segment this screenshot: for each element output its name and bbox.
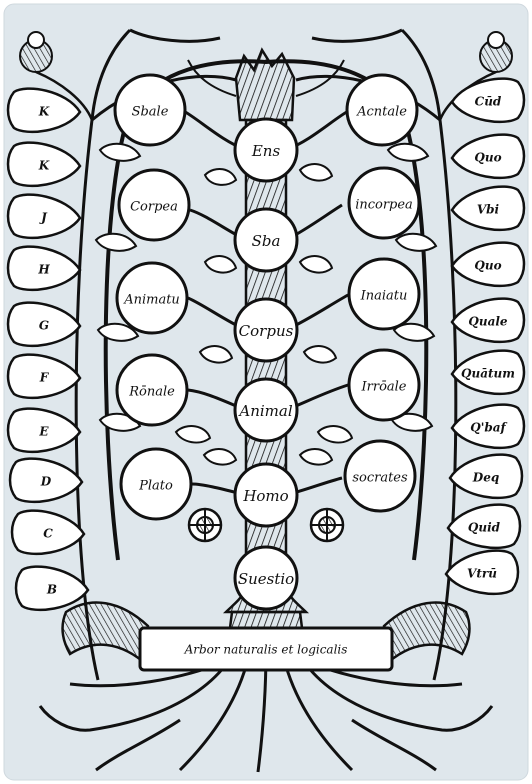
left-leaf-label: C	[43, 527, 53, 541]
left-node-label: Sbale	[132, 105, 169, 120]
right-node-label: Irrōale	[361, 380, 407, 395]
trunk-nodes: Ens Sba Corpus Animal Homo Suestio	[233, 117, 299, 611]
left-leaf: E	[6, 407, 82, 454]
right-leaf: Quo	[450, 133, 526, 180]
inner-leaves	[94, 142, 438, 466]
left-node-label: Corpea	[130, 200, 178, 215]
left-node-label: Animatu	[123, 293, 180, 308]
trunk-node: Homo	[233, 462, 299, 528]
left-node-label: Rōnale	[128, 385, 175, 400]
right-leaf: Quātum	[450, 349, 526, 396]
trunk-node-label: Animal	[237, 402, 292, 420]
right-leaves: Cūd Quo Vbi Quo Quale Quātum Q'baf Deq Q…	[444, 77, 526, 596]
right-leaf-label: Deq	[472, 471, 499, 485]
right-leaf-label: Quo	[474, 151, 501, 165]
left-leaf-label: F	[39, 371, 50, 385]
banner	[138, 626, 394, 672]
right-node: Acntale	[345, 73, 419, 147]
right-node-label: socrates	[352, 471, 408, 486]
left-leaf-label: J	[39, 211, 48, 225]
banner-scroll-ends	[61, 601, 471, 669]
left-leaf-label: B	[46, 583, 57, 597]
right-leaf: Quid	[446, 503, 522, 550]
left-node: Plato	[119, 447, 193, 521]
trunk-node: Corpus	[233, 297, 299, 363]
left-nodes: Sbale Corpea Animatu Rōnale Plato	[113, 73, 193, 521]
banner-text: Arbor naturalis et logicalis	[184, 643, 348, 657]
right-leaf: Q'baf	[450, 403, 526, 450]
trunk-node-label: Suestio	[238, 570, 294, 588]
left-leaf-label: H	[37, 263, 50, 277]
trunk-node: Sba	[233, 207, 299, 273]
left-leaf-label: K	[38, 159, 50, 173]
flower-top-right	[438, 31, 513, 121]
flower-top-left	[19, 31, 94, 121]
right-node: Inaiatu	[347, 257, 421, 331]
trunk-node: Suestio	[233, 545, 299, 611]
left-leaf: C	[10, 509, 86, 556]
left-leaf-label: K	[38, 105, 50, 119]
left-leaf: H	[6, 245, 82, 292]
left-leaf: G	[6, 301, 82, 348]
left-leaf: K	[6, 87, 82, 134]
right-node: socrates	[343, 439, 417, 513]
trunk-node-label: Sba	[252, 232, 281, 250]
left-leaf: F	[6, 353, 82, 400]
right-leaf: Quo	[450, 241, 526, 288]
left-leaf-label: E	[38, 425, 49, 439]
trunk-node: Animal	[233, 377, 299, 443]
right-leaf-label: Quid	[468, 521, 501, 535]
right-leaf-label: Q'baf	[470, 421, 507, 435]
trunk-node-label: Ens	[251, 142, 281, 160]
left-leaf: J	[6, 193, 82, 240]
right-leaf-label: Vtrū	[467, 567, 497, 581]
left-leaf-label: D	[40, 475, 52, 489]
left-leaf: B	[14, 565, 90, 612]
right-leaf: Quale	[450, 297, 526, 344]
trunk-node: Ens	[233, 117, 299, 183]
rosette-left	[187, 507, 223, 543]
right-leaf: Cūd	[450, 77, 526, 124]
right-leaf: Vtrū	[444, 549, 520, 596]
rosette-right	[309, 507, 345, 543]
right-leaf-label: Cūd	[475, 95, 502, 109]
right-leaf-label: Quātum	[461, 367, 515, 381]
right-leaf: Deq	[448, 453, 524, 500]
left-leaves: K K J H G F E D C B	[6, 87, 90, 612]
right-node: Irrōale	[347, 348, 421, 422]
left-leaf: K	[6, 141, 82, 188]
right-node-label: Acntale	[356, 105, 407, 120]
left-node: Animatu	[115, 261, 189, 335]
left-node-label: Plato	[138, 479, 173, 494]
left-node: Corpea	[117, 168, 191, 242]
left-leaf-label: G	[39, 319, 49, 333]
right-leaf-label: Quo	[474, 259, 501, 273]
trunk-node-label: Homo	[242, 487, 288, 505]
left-node: Rōnale	[115, 353, 189, 427]
trunk-node-label: Corpus	[239, 322, 294, 340]
left-leaf: D	[8, 457, 84, 504]
left-node: Sbale	[113, 73, 187, 147]
right-leaf-label: Quale	[468, 315, 508, 329]
right-nodes: Acntale incorpea Inaiatu Irrōale socrate…	[343, 73, 421, 513]
right-node: incorpea	[347, 166, 421, 240]
right-leaf: Vbi	[450, 185, 526, 232]
right-node-label: incorpea	[355, 198, 413, 213]
right-node-label: Inaiatu	[360, 289, 408, 304]
right-leaf-label: Vbi	[477, 203, 500, 217]
